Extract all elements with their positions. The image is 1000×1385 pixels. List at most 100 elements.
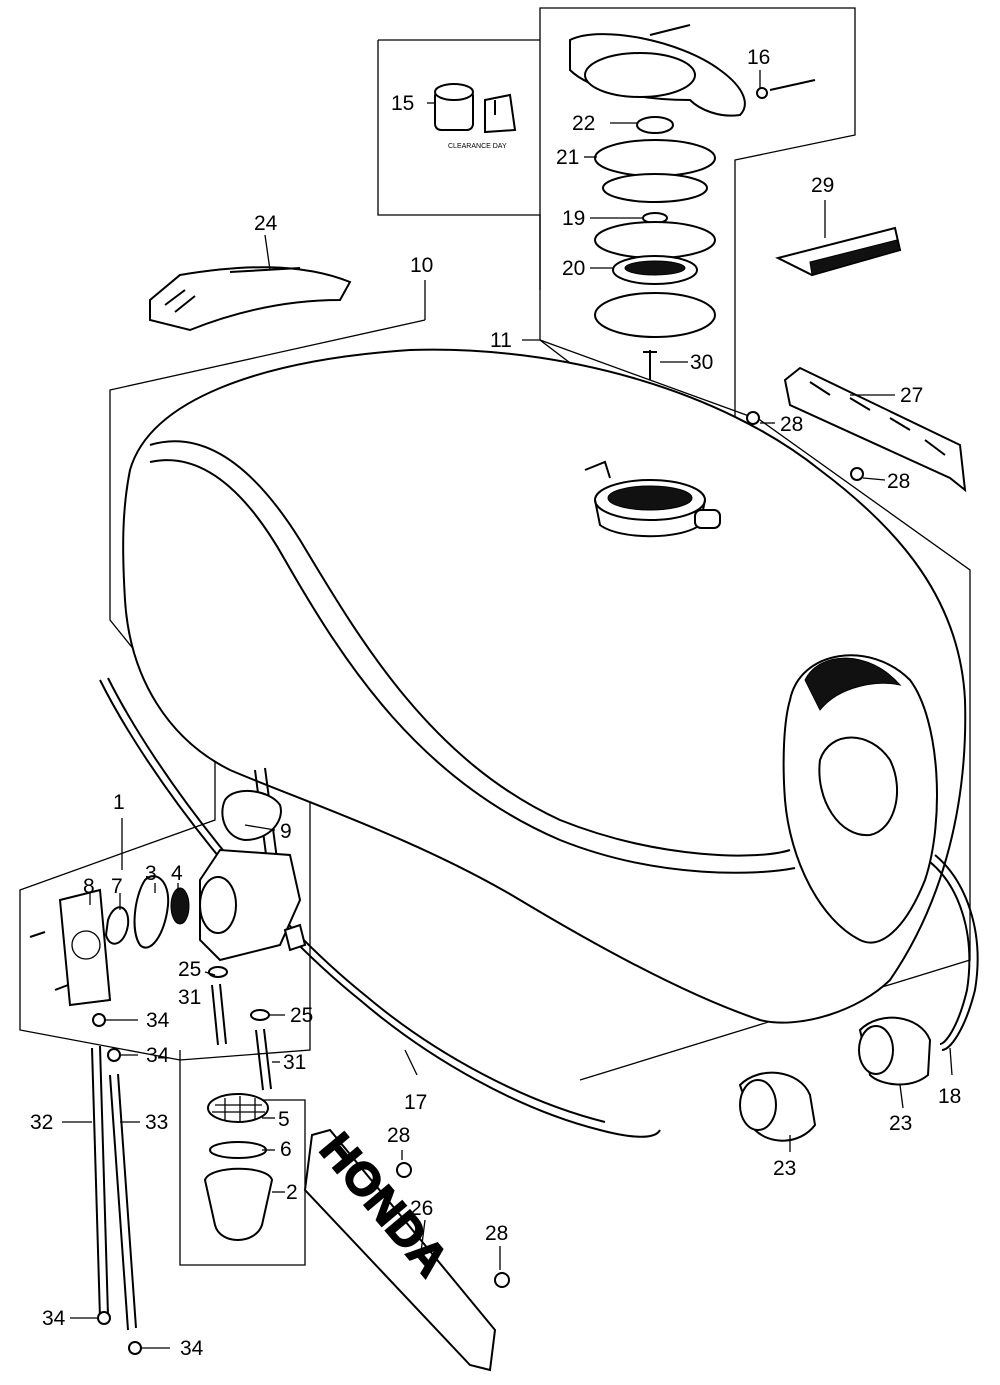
callout-34-b: 34 xyxy=(146,1044,170,1067)
callout-10: 10 xyxy=(410,254,433,277)
callout-21: 21 xyxy=(556,146,579,169)
callout-26: 26 xyxy=(410,1197,433,1220)
callout-28-a: 28 xyxy=(780,413,803,436)
callout-34-d: 34 xyxy=(180,1337,204,1360)
rubber-strip-18 xyxy=(934,854,979,1051)
filter-screen-5 xyxy=(207,1093,269,1123)
callout-27: 27 xyxy=(900,384,923,407)
cap-assembly xyxy=(569,24,816,380)
callout-31-b: 31 xyxy=(283,1051,306,1074)
rubber-mount-24 xyxy=(149,266,352,332)
callout-16: 16 xyxy=(747,46,770,69)
callout-17: 17 xyxy=(404,1091,427,1114)
nut-28-a xyxy=(746,411,760,425)
key-assembly: CLEARANCE DAY xyxy=(434,83,517,150)
valve-lever-3 xyxy=(133,875,170,949)
clip-34-d xyxy=(128,1341,142,1355)
emblem-27-relief xyxy=(809,381,946,456)
filter-bowl xyxy=(203,1093,274,1241)
filler-neck-inner xyxy=(607,485,693,511)
fuel-valve-box xyxy=(19,749,311,1061)
callout-18: 18 xyxy=(938,1085,961,1108)
seal-20-inner xyxy=(624,260,686,276)
filter-screen-mesh xyxy=(212,1096,265,1122)
rubber-strip-17-b xyxy=(107,677,606,1123)
key-assembly-box xyxy=(377,39,541,290)
washer-25-b xyxy=(250,1009,270,1021)
rubber-strip-17 xyxy=(99,679,661,1138)
plate-21 xyxy=(594,139,716,177)
callout-34-c: 34 xyxy=(42,1307,66,1330)
filler-hinge xyxy=(694,509,721,529)
callout-15: 15 xyxy=(391,92,414,115)
callout-23-a: 23 xyxy=(773,1157,796,1180)
bolt-31-a xyxy=(211,983,227,1046)
valve-plate-8-hole xyxy=(71,930,101,960)
callout-4: 4 xyxy=(171,862,183,885)
bolt-31-b xyxy=(255,1028,272,1091)
tube-32 xyxy=(91,1045,109,1319)
clip-34-a xyxy=(92,1013,106,1027)
cap-washer-16 xyxy=(756,87,768,99)
callout-28-c: 28 xyxy=(387,1124,410,1147)
callout-24: 24 xyxy=(254,212,278,235)
callout-2: 2 xyxy=(286,1181,298,1204)
fuel-cap-top xyxy=(584,52,696,98)
side-emblem-26: HONDA xyxy=(303,1122,497,1372)
key-cylinder-top xyxy=(434,83,474,101)
callout-8: 8 xyxy=(83,875,95,898)
callout-20: 20 xyxy=(562,257,585,280)
clip-34-b xyxy=(107,1048,121,1062)
plate-21-b xyxy=(602,173,708,203)
callout-23-b: 23 xyxy=(889,1112,912,1135)
callout-3: 3 xyxy=(145,862,157,885)
cap-bolt-16 xyxy=(769,79,816,91)
callout-28-d: 28 xyxy=(485,1222,508,1245)
tank-stripe xyxy=(149,440,791,857)
clip-34-c xyxy=(97,1311,111,1325)
callout-34-a: 34 xyxy=(146,1009,170,1032)
callout-30: 30 xyxy=(690,351,713,374)
filler-latch xyxy=(584,460,611,479)
rubber-strip-18-b xyxy=(929,861,971,1045)
callout-31-a: 31 xyxy=(178,986,201,1009)
plate-19b xyxy=(594,221,716,259)
callout-11: 11 xyxy=(490,329,512,352)
valve-body xyxy=(199,848,302,962)
washer-25-a xyxy=(208,966,228,978)
valve-plate-8 xyxy=(58,888,112,1007)
key-caption: CLEARANCE DAY xyxy=(448,143,507,150)
callout-32: 32 xyxy=(30,1111,53,1134)
callout-29: 29 xyxy=(811,174,834,197)
callout-28-b: 28 xyxy=(887,470,910,493)
valve-outlet xyxy=(283,923,307,952)
emblem-27 xyxy=(783,366,967,493)
callout-19: 19 xyxy=(562,207,585,230)
knee-pad xyxy=(818,736,898,837)
key-body xyxy=(484,93,517,134)
base-plate xyxy=(594,292,716,338)
callout-22: 22 xyxy=(572,112,595,135)
callout-33: 33 xyxy=(145,1111,168,1134)
callout-7: 7 xyxy=(111,875,123,898)
stripe-tape-29-dark xyxy=(809,239,901,276)
valve-screw-b xyxy=(54,984,69,991)
callout-1: 1 xyxy=(113,791,125,814)
tube-33 xyxy=(109,1073,137,1331)
callout-25-a: 25 xyxy=(178,958,201,981)
callouts: 1 2 3 4 5 6 7 8 9 10 11 15 16 17 18 19 2… xyxy=(30,46,961,1360)
knob-23-b xyxy=(858,1016,932,1086)
valve-spring-7 xyxy=(104,906,130,945)
nut-28-c xyxy=(396,1162,412,1178)
fuel-tank xyxy=(122,348,967,1024)
callout-5: 5 xyxy=(278,1108,290,1131)
valve-lever-plate xyxy=(199,876,237,934)
filter-bowl-box xyxy=(179,1050,306,1266)
tank-stripe-lower xyxy=(149,459,796,874)
knob-23-a xyxy=(738,1071,817,1142)
cap-pin xyxy=(649,24,691,36)
leader-lines xyxy=(62,70,953,1349)
nut-28-b xyxy=(850,467,864,481)
filter-cup-2 xyxy=(203,1167,274,1241)
